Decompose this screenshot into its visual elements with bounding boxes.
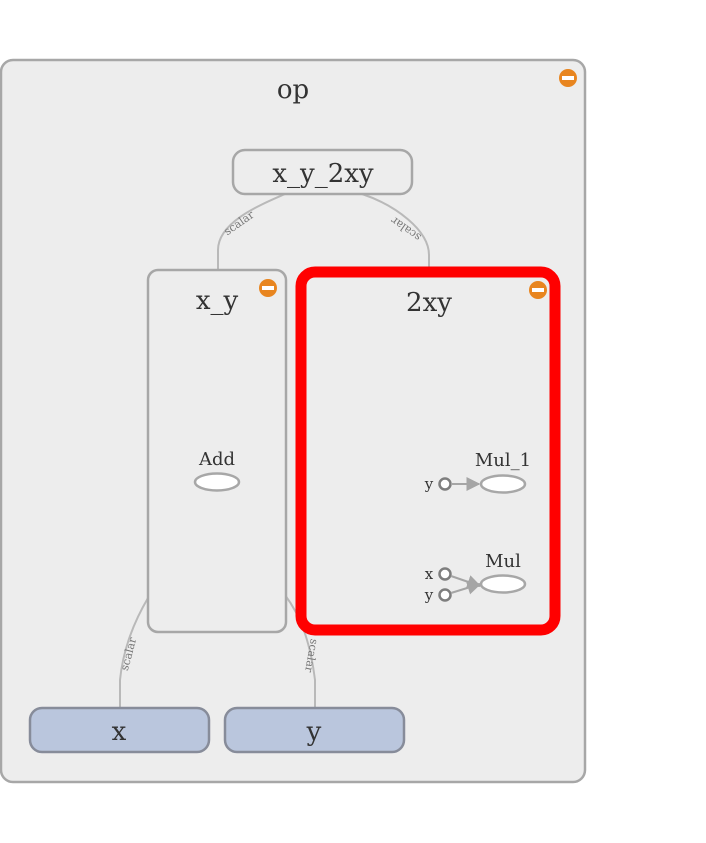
op-group-title: op [277, 75, 309, 105]
mul_1-input-y-label: y [424, 475, 434, 493]
mul_1-op-label: Mul_1 [475, 450, 531, 471]
input-node-x[interactable] [28, 706, 211, 754]
2xy-group[interactable] [295, 266, 561, 636]
op-collapse-icon[interactable] [559, 69, 577, 87]
input-node-y-label: y [306, 717, 322, 747]
mul-input-x-port[interactable] [438, 567, 452, 581]
x_y-group-title: x_y [196, 286, 239, 316]
mul-input-y-edge [450, 581, 482, 595]
mul-op-node[interactable] [479, 574, 527, 594]
input-node-x-label: x [112, 717, 127, 747]
output-node[interactable] [231, 148, 414, 196]
mul-input-x-label: x [425, 565, 434, 583]
2xy-group-title: 2xy [406, 288, 452, 318]
x_y-collapse-icon[interactable] [259, 279, 277, 297]
x_y-group[interactable] [146, 268, 288, 634]
mul-input-y-label: y [424, 586, 434, 604]
edge-label-y-in: scalar [302, 638, 321, 674]
2xy-collapse-icon[interactable] [529, 281, 547, 299]
output-node-label: x_y_2xy [272, 159, 374, 189]
mul_1-input-y-port[interactable] [438, 477, 452, 491]
add-op-node[interactable] [193, 472, 241, 492]
mul_1-op-node[interactable] [479, 474, 527, 494]
mul-input-y-port[interactable] [438, 588, 452, 602]
input-node-y[interactable] [223, 706, 406, 754]
add-op-label: Add [198, 449, 235, 470]
mul-op-label: Mul [485, 551, 521, 572]
edge-xy-to-output [217, 193, 286, 470]
